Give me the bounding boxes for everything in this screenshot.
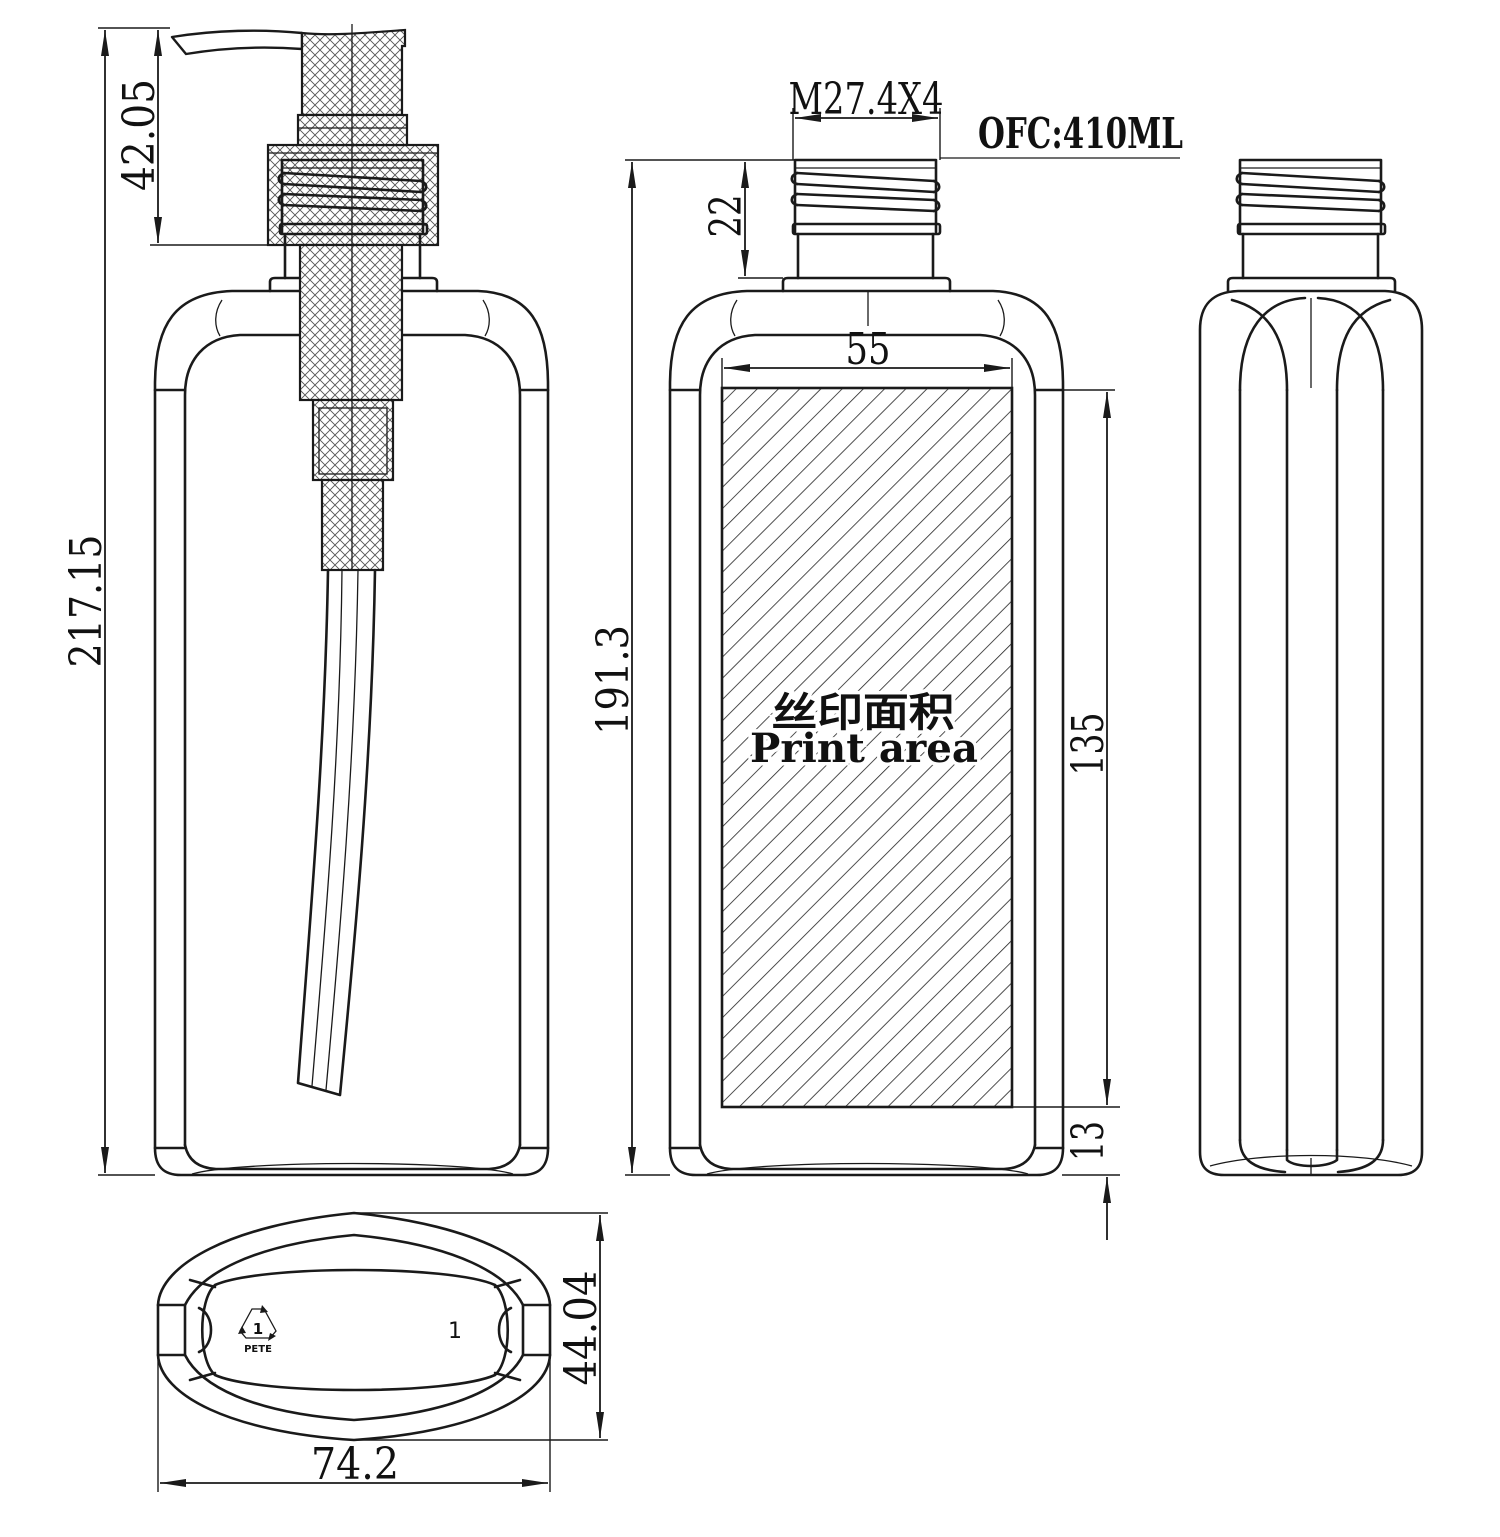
recycle-number: 1 [253,1320,263,1338]
side-base-arcs [1238,1138,1385,1174]
print-view-dimensions: M27.4X4 OFC:410ML 22 191.3 55 135 13 [588,74,1183,1240]
dim-print-width-label: 55 [846,324,891,375]
mold-number: 1 [448,1319,462,1344]
extension-line [157,1212,608,1492]
dim-overall-height-label: 217.15 [61,535,112,668]
dim-print-offset-label: 13 [1063,1121,1114,1161]
front-view-print-area: 丝印面积 Print area [668,158,1065,1177]
bottle-neck-finish [781,158,952,293]
dim-print-height-label: 135 [1063,713,1114,776]
pump-housing [311,398,395,482]
extension-line [625,108,941,1176]
side-foot-curve [1209,1154,1413,1167]
extension-line [1012,389,1120,1176]
bottom-view-dimensions: 44.04 74.2 [157,1212,608,1492]
bottom-view: 1 PETE 1 [156,1211,552,1442]
dim-pump-height-label: 42.05 [114,79,165,191]
base-outline [156,1211,552,1442]
front-view-with-pump [153,24,550,1177]
recycle-arrowheads-icon [238,1305,276,1341]
extension-line [721,358,1013,388]
dim-bottle-depth-label: 44.04 [556,1271,607,1386]
dim-bottle-height-label: 191.3 [588,625,639,735]
pump-actuator [300,28,407,117]
print-area-hatch [720,386,1014,1109]
pete-recycle-icon: 1 PETE [238,1305,277,1355]
pump-nozzle [170,29,304,56]
side-shoulder-arcs [1230,296,1392,392]
bottle-neck-finish [1226,158,1397,293]
base-connector-lines [156,1278,552,1382]
recycle-label: PETE [244,1344,272,1355]
dip-tube-inner [311,569,359,1091]
thread-spec-label: M27.4X4 [789,74,944,125]
side-panel-lines [1238,388,1385,1152]
side-body-outline [1198,289,1424,1177]
print-area-label-cn: 丝印面积 [772,689,955,736]
dim-neck-height-label: 22 [701,195,752,238]
side-view [1198,158,1424,1177]
pump-housing-inner [318,407,388,475]
dim-bottle-width-label: 74.2 [311,1439,399,1490]
base-inner-ring [183,1233,525,1422]
base-end-notches [197,1306,513,1354]
capacity-label: OFC:410ML [978,109,1183,158]
pump-stem [298,243,404,402]
extension-line [98,27,268,1176]
front-view-dimensions: 42.05 217.15 [61,27,268,1176]
dip-tube [296,568,377,1097]
print-area-label-en: Print area [750,725,978,772]
base-recess [201,1268,509,1392]
